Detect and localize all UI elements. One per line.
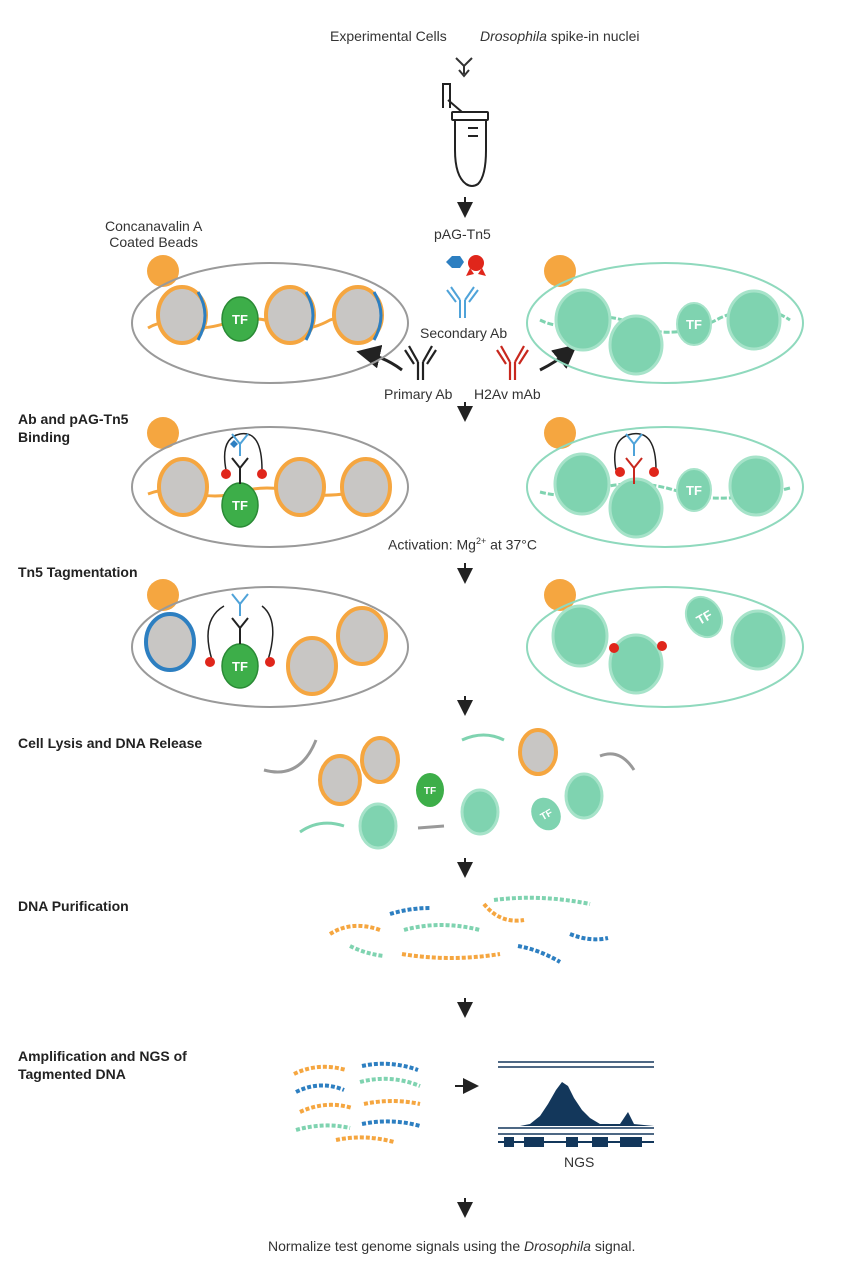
- ngs-label: NGS: [564, 1154, 595, 1170]
- pag-tn5-label: pAG-Tn5: [434, 226, 491, 242]
- spike-in-label: Drosophila spike-in nuclei: [480, 28, 640, 44]
- nucleosome: [551, 604, 609, 668]
- nucleosome: [318, 754, 362, 806]
- bead: [544, 417, 576, 449]
- nucleosome: [144, 612, 196, 672]
- step-ab-binding-line1: Ab and pAG-Tn5: [18, 411, 129, 427]
- primary-ab-icon: [404, 345, 437, 380]
- nucleosome: [336, 606, 388, 666]
- pag-tn5-icon: [446, 255, 486, 276]
- step-amplification: Amplification and NGS of Tagmented DNA: [18, 1047, 187, 1083]
- step-ab-binding: Ab and pAG-Tn5 Binding: [18, 410, 128, 446]
- curved-arrow-icon: [539, 344, 578, 372]
- nucleosome: [728, 455, 784, 517]
- tf-protein: [221, 296, 259, 342]
- concanavalin-label: Concanavalin A Coated Beads: [105, 218, 202, 250]
- activation-label: Activation: Mg2+ at 37°C: [388, 536, 537, 553]
- step-ab-binding-line2: Binding: [18, 429, 71, 445]
- released-chromatin: TF TF: [263, 728, 636, 850]
- nucleosome: [286, 636, 338, 696]
- tf-label: TF: [232, 659, 248, 674]
- footer-suffix: signal.: [590, 1238, 636, 1254]
- footer-text: Normalize test genome signals using the …: [268, 1238, 635, 1254]
- tf-protein: [676, 302, 712, 346]
- experimental-cell-tagmented: TF: [131, 579, 409, 708]
- footer-prefix: Normalize test genome signals using the: [268, 1238, 525, 1254]
- bead: [147, 255, 179, 287]
- tf-label: TF: [686, 483, 702, 498]
- nucleosome: [460, 788, 500, 836]
- experimental-cell: TF: [131, 255, 409, 384]
- step-purification: DNA Purification: [18, 898, 129, 914]
- nucleosome: [726, 289, 782, 351]
- nucleosome: [554, 288, 612, 352]
- bead: [544, 579, 576, 611]
- nucleosome: [157, 457, 209, 517]
- step-amplification-line2: Tagmented DNA: [18, 1066, 126, 1082]
- nucleosome: [608, 314, 664, 376]
- activation-suffix: at 37°C: [486, 536, 537, 553]
- ngs-track: [498, 1061, 654, 1147]
- concanavalin-line1: Concanavalin A: [105, 218, 203, 234]
- experimental-cells-label: Experimental Cells: [330, 28, 447, 44]
- h2av-mab-icon: [496, 345, 529, 380]
- tf-label: TF: [424, 786, 436, 797]
- drosophila-nucleus: TF: [526, 255, 804, 384]
- footer-species: Drosophila: [524, 1238, 591, 1254]
- nucleosome: [358, 802, 398, 850]
- bead: [147, 579, 179, 611]
- h2av-mab-label: H2Av mAb: [474, 386, 541, 402]
- nucleosome: [608, 477, 664, 539]
- nucleosome: [340, 457, 392, 517]
- spike-in-species: Drosophila: [480, 28, 547, 44]
- nucleosome: [553, 452, 611, 516]
- merge-arrow: [455, 57, 473, 78]
- bead: [147, 417, 179, 449]
- primary-ab-label: Primary Ab: [384, 386, 453, 402]
- nucleosome: [730, 609, 786, 671]
- experimental-cell-bound: TF: [131, 417, 409, 548]
- spike-in-text: spike-in nuclei: [546, 28, 640, 44]
- concanavalin-line2: Coated Beads: [109, 234, 199, 250]
- activation-sup: 2+: [475, 536, 487, 546]
- nucleosome: [274, 457, 326, 517]
- purified-dna: [328, 895, 609, 964]
- tf-label: TF: [686, 317, 702, 332]
- tf-label: TF: [694, 607, 715, 628]
- tf-protein: [676, 468, 712, 512]
- nucleosome: [360, 736, 400, 784]
- step-tagmentation: Tn5 Tagmentation: [18, 564, 138, 580]
- tf-protein: [531, 797, 561, 831]
- curved-arrow-icon: [356, 344, 403, 372]
- step-amplification-line1: Amplification and NGS of: [18, 1048, 187, 1064]
- tf-label: TF: [232, 498, 248, 513]
- drosophila-nucleus-tagmented: TF: [526, 579, 804, 708]
- tf-label: TF: [539, 807, 555, 823]
- bead: [544, 255, 576, 287]
- step-lysis: Cell Lysis and DNA Release: [18, 735, 203, 751]
- activation-prefix: Activation: Mg: [388, 536, 476, 553]
- tf-label: TF: [232, 312, 248, 327]
- amplified-dna: [293, 1061, 421, 1144]
- tube-icon: [442, 83, 489, 187]
- drosophila-nucleus-bound: TF: [526, 417, 804, 548]
- nucleosome: [518, 728, 558, 776]
- secondary-ab-icon: [446, 286, 479, 318]
- step-arrows: [455, 197, 479, 1218]
- nucleosome: [608, 633, 664, 695]
- tf-protein: [684, 595, 724, 639]
- nucleosome: [564, 772, 604, 820]
- secondary-ab-label: Secondary Ab: [420, 325, 508, 341]
- tf-protein: [416, 773, 444, 807]
